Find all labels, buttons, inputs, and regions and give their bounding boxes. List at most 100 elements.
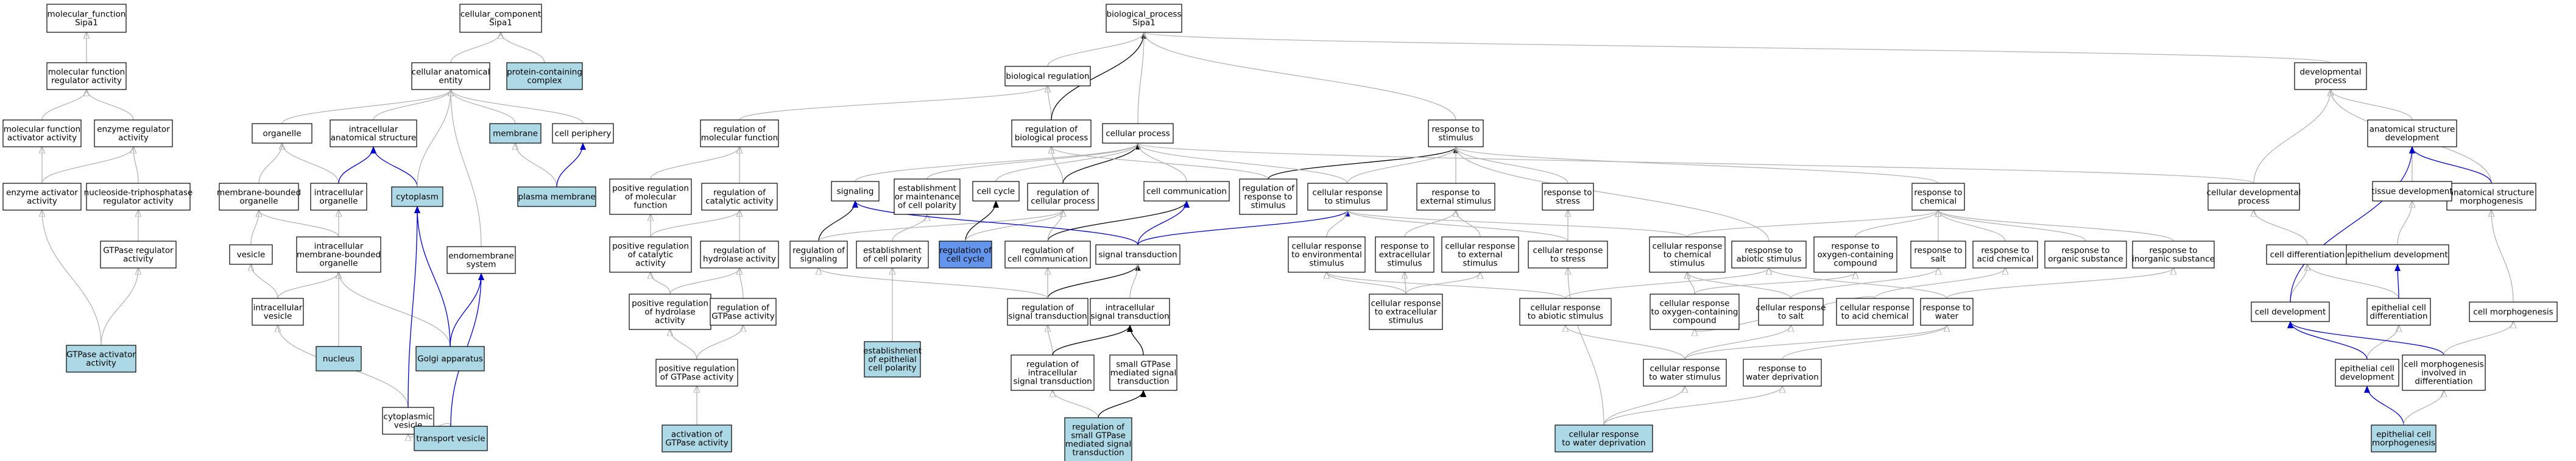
edge-cr-chemical-stimulus-to-response-to-chemical xyxy=(1687,210,1938,238)
edge-epithelial-cell-morphogenesis-to-epithelial-cell-development xyxy=(2364,385,2404,426)
node-cell-differentiation[interactable]: cell differentiation xyxy=(2266,244,2349,265)
node-nucleus[interactable]: nucleus xyxy=(316,346,362,371)
node-biological-regulation[interactable]: biological regulation xyxy=(1004,66,1091,86)
node-cell-morphogenesis[interactable]: cell morphogenesis xyxy=(2469,301,2558,322)
node-membrane[interactable]: membrane xyxy=(489,123,542,144)
node-organelle[interactable]: organelle xyxy=(252,123,312,144)
node-tissue-development[interactable]: tissue development xyxy=(2371,181,2453,202)
node-signaling[interactable]: signaling xyxy=(831,181,880,202)
node-signal-transduction[interactable]: signal transduction xyxy=(1095,244,1180,265)
node-cellular-process[interactable]: cellular process xyxy=(1102,123,1174,144)
node-cytoplasm[interactable]: cytoplasm xyxy=(391,186,443,207)
node-cell-cycle[interactable]: cell cycle xyxy=(972,181,1020,202)
node-vesicle[interactable]: vesicle xyxy=(229,244,273,265)
node-transport-vesicle[interactable]: transport vesicle xyxy=(414,426,488,451)
node-golgi[interactable]: Golgi apparatus xyxy=(415,346,485,371)
node-cell-communication[interactable]: cell communication xyxy=(1143,181,1230,202)
node-label-line: regulation of xyxy=(1025,125,1078,135)
node-cell-development[interactable]: cell development xyxy=(2251,301,2330,322)
node-epithelium-development[interactable]: epithelium development xyxy=(2346,244,2449,265)
node-label-line: activity xyxy=(635,259,666,269)
node-label-line: compound xyxy=(1673,316,1716,326)
node-cell-periphery[interactable]: cell periphery xyxy=(552,123,614,144)
node-plasma-membrane[interactable]: plasma membrane xyxy=(517,186,596,207)
